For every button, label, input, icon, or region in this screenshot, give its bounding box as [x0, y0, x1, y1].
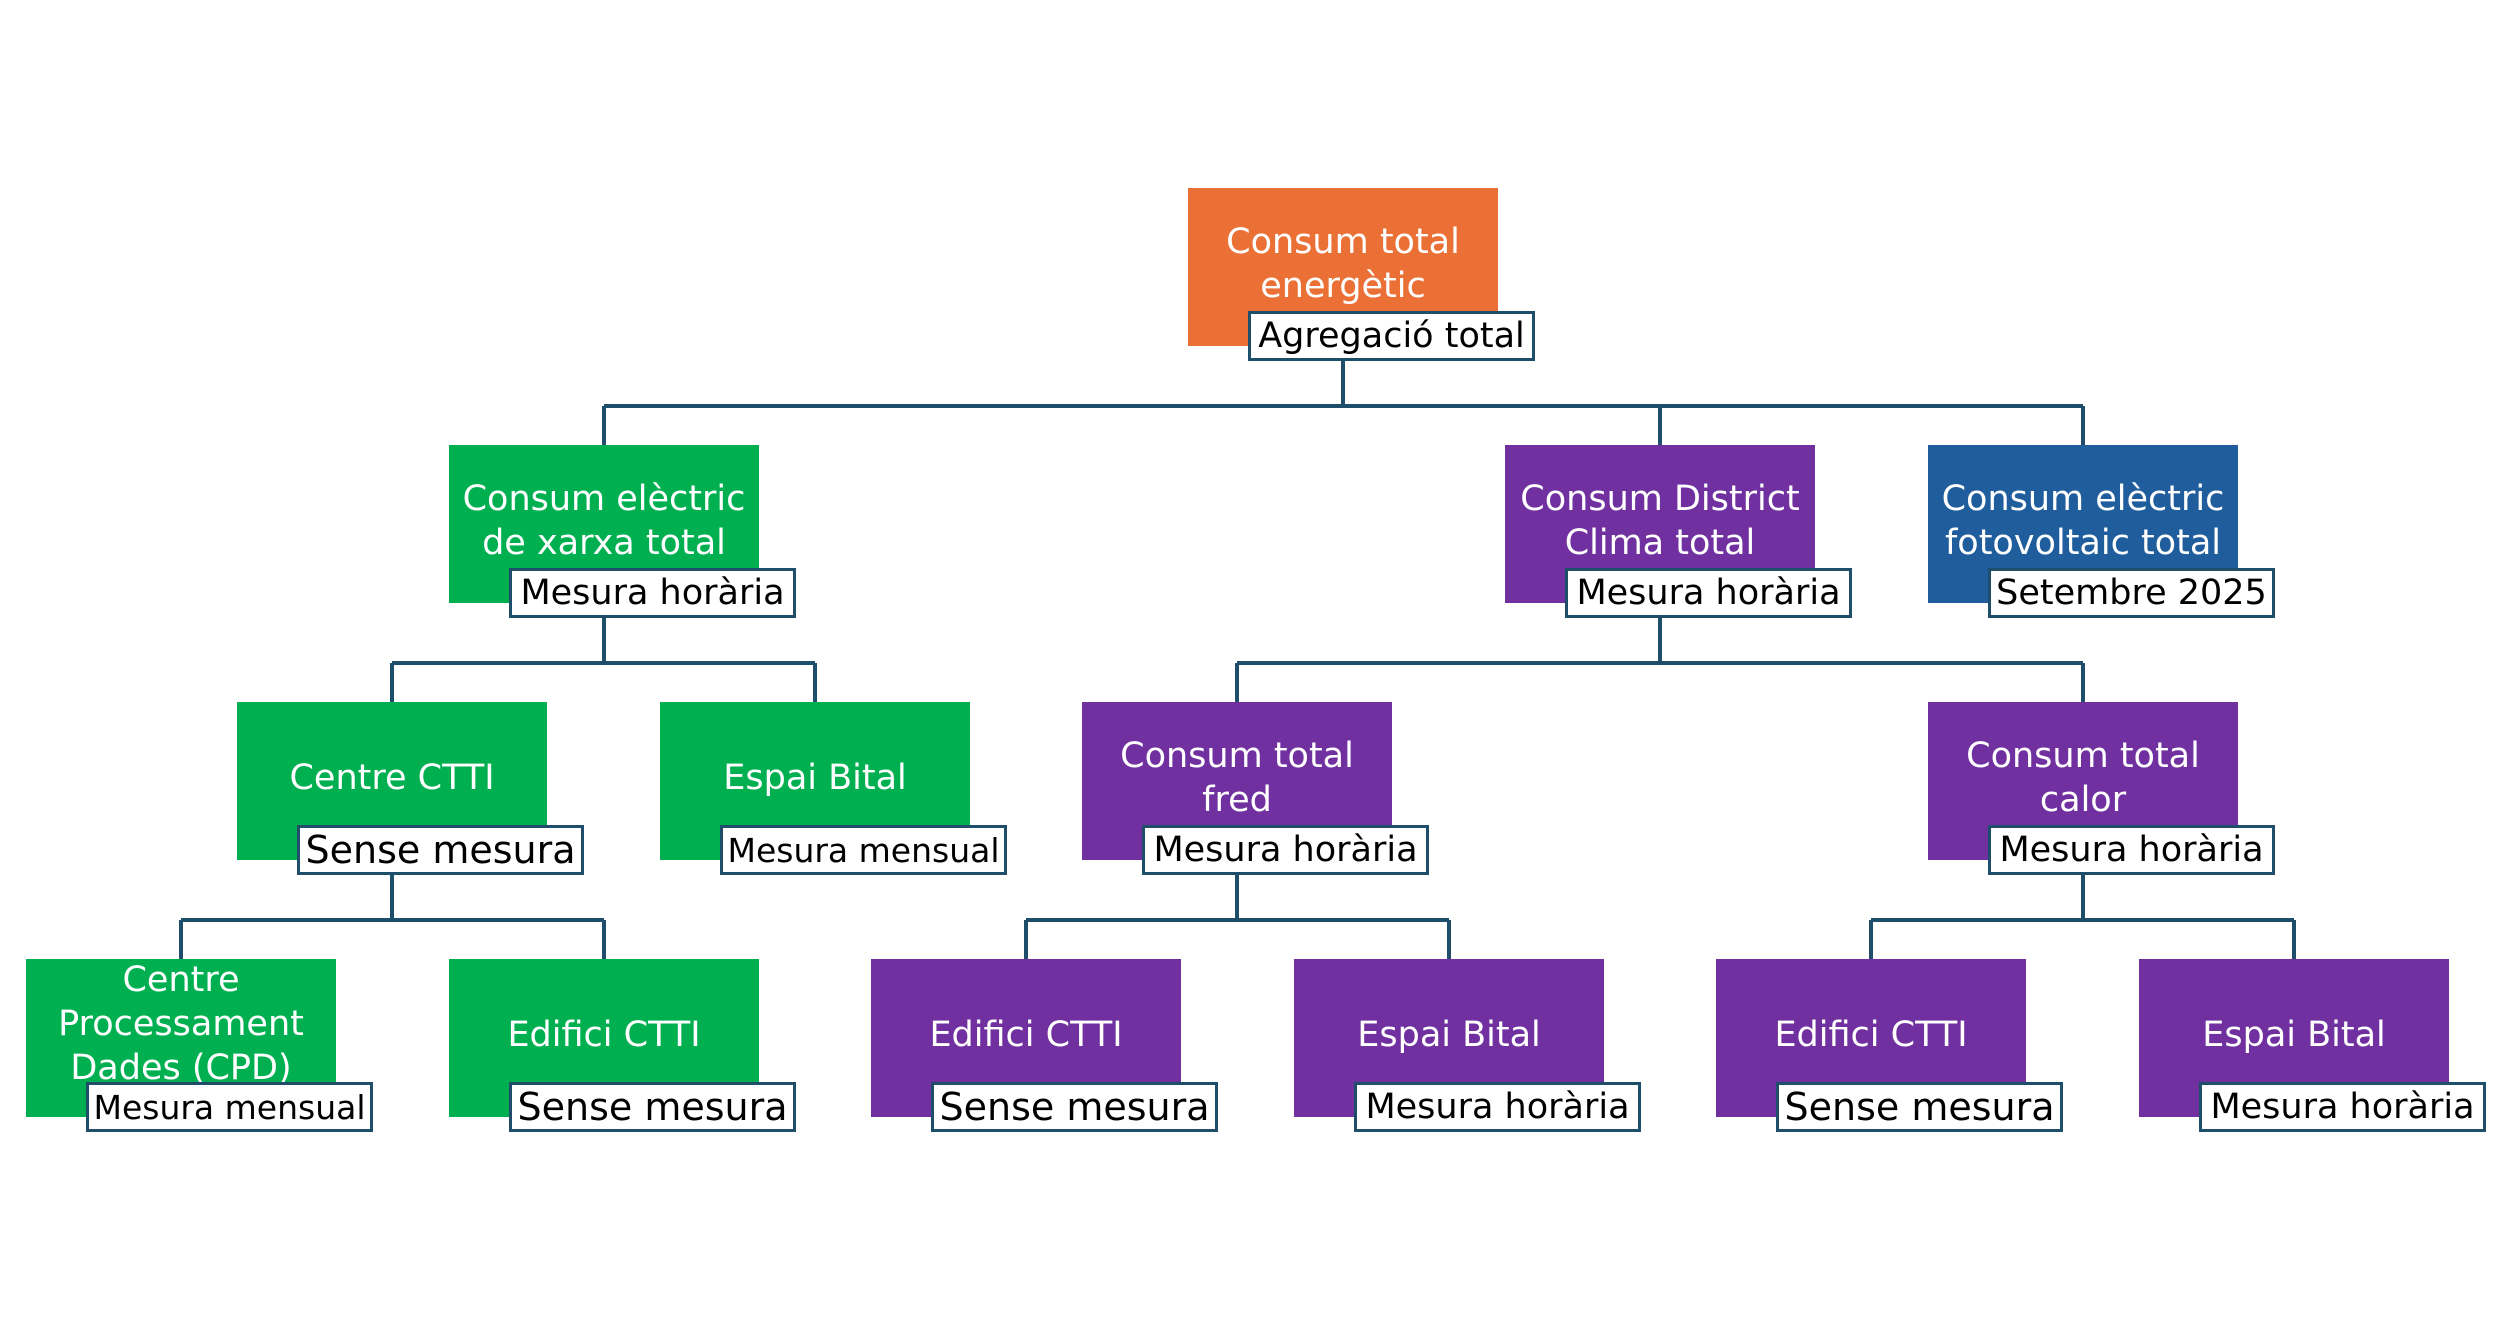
- node-grid-total-title: Consum elèctric de xarxa total: [462, 479, 746, 563]
- tag-cold-total: Mesura horària: [1142, 825, 1429, 875]
- connector-district-total: [1235, 618, 2085, 702]
- tag-edifici-ctti-cold: Sense mesura: [931, 1082, 1218, 1132]
- tag-espai-bital-heat: Mesura horària: [2199, 1082, 2486, 1132]
- connector-heat-total: [1869, 875, 2296, 959]
- tag-centre-ctti: Sense mesura: [297, 825, 584, 875]
- tag-espai-bital-cold: Mesura horària: [1354, 1082, 1641, 1132]
- node-centre-ctti-title: Centre CTTI: [289, 758, 495, 798]
- connector-grid-total: [390, 618, 817, 702]
- node-root-title: Consum total energètic: [1226, 222, 1460, 306]
- connector-centre-ctti: [179, 875, 606, 959]
- tag-heat-total: Mesura horària: [1988, 825, 2275, 875]
- tag-pv-total: Setembre 2025: [1988, 568, 2275, 618]
- node-cold-total-title: Consum total fred: [1120, 736, 1354, 820]
- node-cpd-title: Centre Processament Dades (CPD): [58, 960, 304, 1088]
- connector-root: [602, 361, 2085, 445]
- node-edifici-ctti-heat-title: Edifici CTTI: [1774, 1015, 1968, 1055]
- node-espai-bital-heat-title: Espai Bital: [2202, 1015, 2386, 1055]
- node-edifici-ctti-grid-title: Edifici CTTI: [507, 1015, 701, 1055]
- node-espai-bital-cold-title: Espai Bital: [1357, 1015, 1541, 1055]
- node-pv-total-title: Consum elèctric fotovoltaic total: [1941, 479, 2225, 563]
- tag-edifici-ctti-heat: Sense mesura: [1776, 1082, 2063, 1132]
- tag-grid-total: Mesura horària: [509, 568, 796, 618]
- connector-cold-total: [1024, 875, 1451, 959]
- tag-cpd: Mesura mensual: [86, 1082, 373, 1132]
- node-edifici-ctti-cold-title: Edifici CTTI: [929, 1015, 1123, 1055]
- node-heat-total-title: Consum total calor: [1966, 736, 2200, 820]
- node-district-total-title: Consum District Clima total: [1520, 479, 1800, 563]
- tag-edifici-ctti-grid: Sense mesura: [509, 1082, 796, 1132]
- tag-district-total: Mesura horària: [1565, 568, 1852, 618]
- tag-root: Agregació total: [1248, 311, 1535, 361]
- node-espai-bital-grid-title: Espai Bital: [723, 758, 907, 798]
- tag-espai-bital-grid: Mesura mensual: [720, 825, 1007, 875]
